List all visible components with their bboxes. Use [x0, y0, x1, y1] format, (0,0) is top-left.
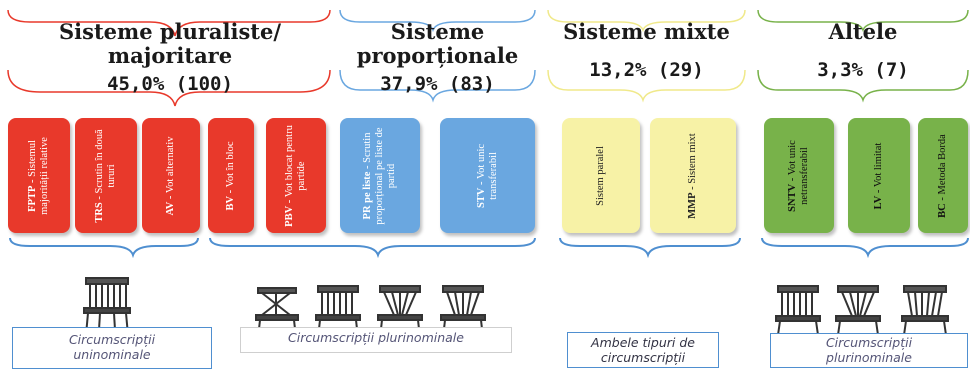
system-desc: - Vot blocat pentru partide [284, 124, 307, 206]
system-box-pr-list: PR pe liste - Scrutin proporțional pe li… [340, 118, 420, 233]
uninominal-brace [9, 237, 199, 259]
system-abbr: FPTP [27, 185, 38, 212]
green-header-brace [757, 69, 969, 103]
group-name-line2: proporționale [356, 43, 519, 68]
group-percent: 37,9% (83) [380, 73, 495, 95]
chair-icon [901, 285, 949, 336]
system-box-pbv: PBV - Vot blocat pentru partide [266, 118, 326, 233]
group-header-mixed: Sisteme mixte 13,2% (29) [548, 20, 745, 82]
system-desc: - Metoda Borda [937, 133, 948, 203]
mixed-brace [559, 237, 741, 259]
chair-icon [775, 285, 821, 336]
caption-line: Circumscripții [68, 332, 156, 347]
other-brace [761, 237, 969, 259]
system-abbr: PBV [284, 205, 295, 227]
caption-plurinominal: Circumscripții plurinominale [240, 327, 512, 353]
group-name-line1: Sisteme [390, 19, 485, 44]
group-name-line1: Sisteme pluraliste/ [58, 19, 282, 44]
system-abbr: TRS [94, 201, 105, 223]
group-header-other: Altele 3,3% (7) [758, 20, 968, 82]
system-box-sntv: SNTV - Vot unic netransferabil [764, 118, 834, 233]
blue-top-brace [339, 9, 536, 33]
group-header-proportional: Sisteme proporționale 37,9% (83) [340, 20, 535, 96]
yellow-header-brace [547, 69, 746, 103]
blue-header-brace [339, 69, 536, 103]
caption-line: circumscripții [600, 350, 686, 365]
system-desc: - Vot alternativ [165, 135, 176, 202]
caption-uninominal: Circumscripții uninominale [12, 327, 212, 369]
caption-line: Circumscripții plurinominale [288, 330, 464, 345]
chair-icon [440, 285, 486, 339]
system-box-av: AV - Vot alternativ [142, 118, 200, 233]
group-name-line1: Altele [828, 19, 898, 44]
system-desc: - Vot în bloc [225, 140, 236, 196]
yellow-top-brace [547, 9, 746, 33]
plurinominal-brace [209, 237, 536, 259]
group-header-plurality: Sisteme pluraliste/ majoritare 45,0% (10… [10, 20, 330, 96]
system-abbr: STV [475, 187, 487, 208]
system-abbr: BV [225, 195, 236, 211]
system-desc: - Vot limitat [873, 142, 884, 196]
green-top-brace [757, 9, 969, 33]
caption-line: uninominale [73, 347, 151, 362]
chair-icon [83, 277, 131, 336]
system-abbr: MMP [687, 191, 698, 219]
system-box-trs: TRS - Scrutin în două tururi [75, 118, 137, 233]
chair-icon [835, 285, 881, 336]
group-percent: 3,3% (7) [817, 59, 909, 81]
system-box-bv: BV - Vot în bloc [208, 118, 254, 233]
system-abbr: SNTV [787, 183, 798, 212]
system-desc: - Sistem mixt [687, 132, 698, 192]
group-percent: 13,2% (29) [589, 59, 704, 81]
caption-line: Ambele tipuri de [591, 335, 695, 350]
caption-plurinominal-right: Circumscripții plurinominale [770, 333, 968, 368]
caption-both: Ambele tipuri de circumscripții [567, 332, 719, 368]
system-desc: Sistem paralel [595, 145, 606, 206]
group-name-line2: majoritare [107, 43, 233, 68]
caption-line: Circumscripții [825, 335, 913, 350]
system-box-mmp: MMP - Sistem mixt [650, 118, 736, 233]
system-abbr: PR pe liste [362, 171, 373, 219]
system-abbr: LV [873, 195, 884, 209]
system-box-lv: LV - Vot limitat [848, 118, 910, 233]
system-box-stv: STV - Vot unic transferabil [440, 118, 535, 233]
system-box-bc: BC - Metoda Borda [918, 118, 968, 233]
system-abbr: BC [937, 202, 948, 218]
system-box-parallel: Sistem paralel [562, 118, 640, 233]
group-name-line1: Sisteme mixte [563, 19, 730, 44]
caption-line: plurinominale [826, 350, 912, 365]
red-top-brace [7, 9, 331, 37]
system-box-fptp: FPTP - Sistemul majorității relative [8, 118, 70, 233]
system-abbr: AV [165, 201, 176, 216]
red-header-brace [7, 69, 331, 107]
system-desc: - Scrutin în două tururi [94, 128, 117, 202]
group-percent: 45,0% (100) [107, 73, 233, 95]
